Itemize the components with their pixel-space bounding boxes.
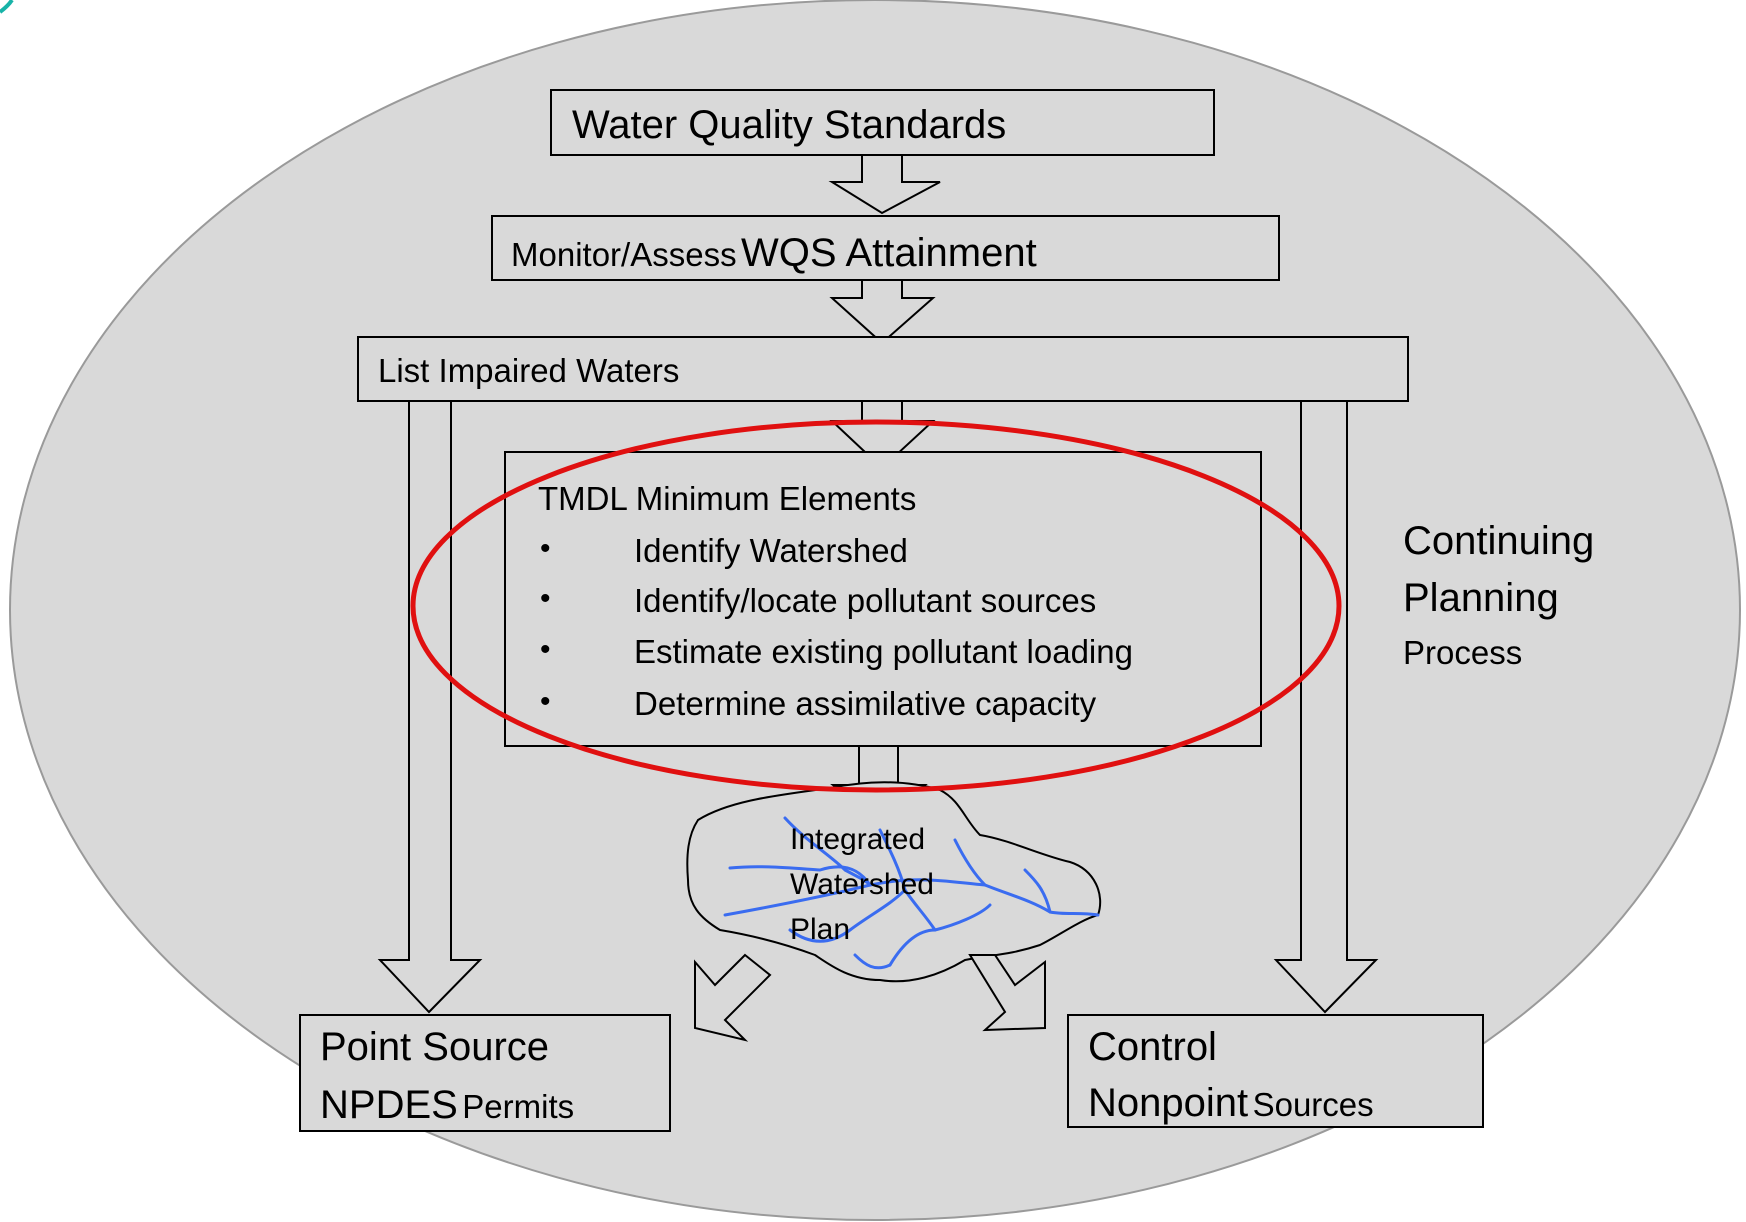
point-source-line-1: Point Source bbox=[320, 1025, 550, 1069]
nonpoint-sources: Sources bbox=[1252, 1086, 1374, 1123]
standards-label: Water Quality Standards bbox=[572, 103, 1007, 147]
continuing-line-2: Planning bbox=[1403, 576, 1559, 620]
tmdl-highlight-ellipse bbox=[410, 419, 1342, 793]
tmdl-box bbox=[504, 451, 1262, 747]
monitor-prefix: Monitor/Assess bbox=[511, 236, 737, 273]
watershed-line-1: Integrated bbox=[790, 823, 926, 856]
tmdl-item-3: Estimate existing pollutant loading bbox=[634, 633, 1133, 670]
arrow-watershed-to-nonpoint bbox=[968, 954, 1046, 1032]
nonpoint-line-2: Nonpoint Sources bbox=[1088, 1083, 1374, 1123]
stream-north bbox=[783, 816, 872, 887]
monitor-suffix: WQS Attainment bbox=[741, 231, 1037, 275]
nonpoint-line-1: Control bbox=[1088, 1025, 1217, 1069]
point-source-line-2: NPDES Permits bbox=[320, 1085, 574, 1125]
standards-box bbox=[550, 89, 1215, 156]
point-source-permits: Permits bbox=[462, 1088, 575, 1125]
tmdl-item-4: Determine assimilative capacity bbox=[634, 685, 1097, 722]
stream-west bbox=[728, 865, 872, 887]
impaired-label: List Impaired Waters bbox=[378, 352, 680, 389]
stream-east bbox=[953, 838, 987, 887]
stream-main bbox=[723, 878, 1100, 917]
nonpoint-box bbox=[1067, 1014, 1484, 1128]
monitor-label: Monitor/Assess WQS Attainment bbox=[511, 233, 1037, 273]
arrow-impaired-to-nonpoint bbox=[1273, 400, 1379, 1014]
watershed-line-2: Watershed bbox=[790, 868, 934, 901]
tmdl-item-1: Identify Watershed bbox=[634, 532, 908, 569]
tmdl-title: TMDL Minimum Elements bbox=[538, 480, 917, 517]
point-source-npdes: NPDES bbox=[320, 1083, 458, 1127]
nonpoint-nonpoint: Nonpoint bbox=[1088, 1081, 1249, 1125]
corner-accent bbox=[0, 0, 14, 14]
impaired-box bbox=[357, 336, 1409, 402]
stream-outlet bbox=[853, 953, 892, 970]
arrow-watershed-to-point-source bbox=[694, 953, 772, 1042]
tmdl-bullet-4: • bbox=[540, 685, 551, 718]
stream-northeast bbox=[1023, 868, 1052, 914]
stream-south bbox=[888, 903, 992, 967]
tmdl-bullet-3: • bbox=[540, 633, 551, 666]
watershed-line-3: Plan bbox=[790, 913, 851, 946]
continuing-line-1: Continuing bbox=[1403, 519, 1595, 563]
stream-southwest bbox=[788, 888, 907, 943]
point-source-box bbox=[299, 1014, 671, 1132]
arrow-monitor-to-impaired bbox=[829, 279, 936, 345]
tmdl-item-2: Identify/locate pollutant sources bbox=[634, 582, 1097, 619]
arrow-standards-to-monitor bbox=[828, 154, 941, 215]
continuing-line-3: Process bbox=[1403, 634, 1523, 671]
arrow-impaired-to-point-source bbox=[377, 400, 483, 1014]
tmdl-bullet-2: • bbox=[540, 582, 551, 615]
watershed-streams bbox=[723, 816, 1100, 970]
tmdl-bullet-1: • bbox=[540, 532, 551, 565]
